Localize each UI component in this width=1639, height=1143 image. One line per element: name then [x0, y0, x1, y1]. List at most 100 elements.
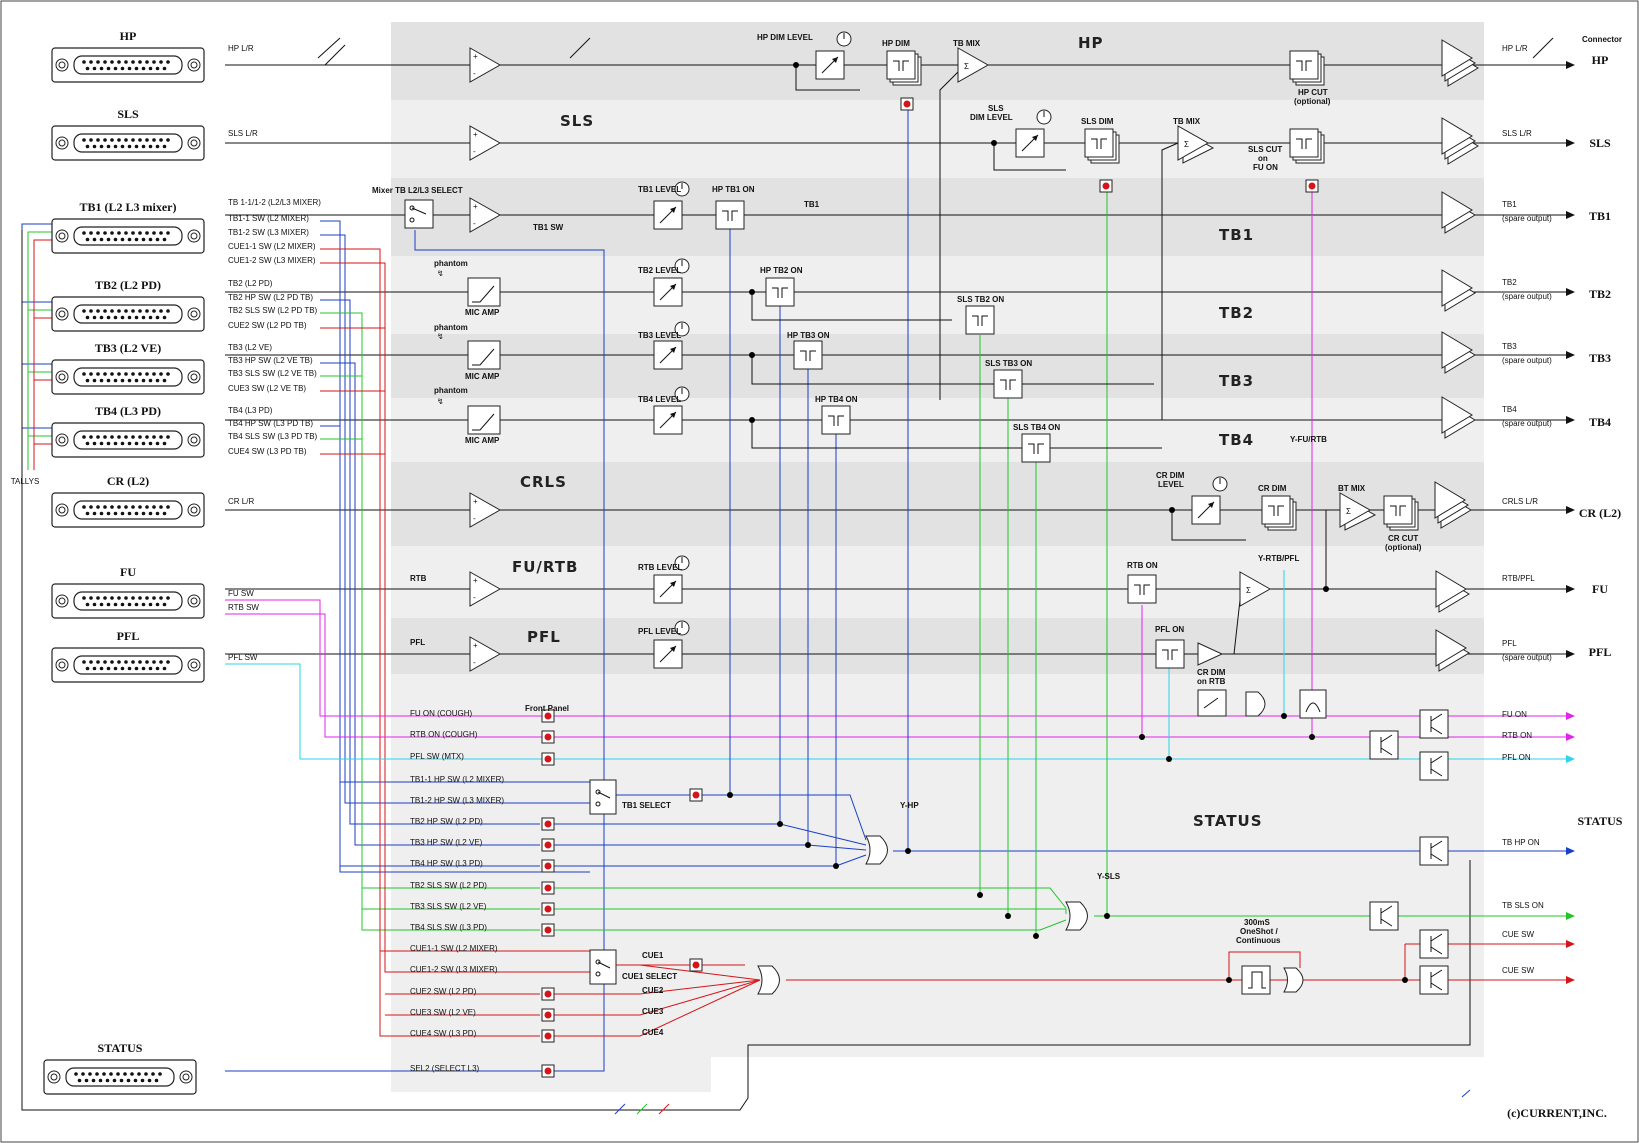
block-label: LEVEL: [1158, 480, 1184, 489]
pin: [106, 66, 111, 71]
sel2-wire: [225, 230, 605, 1072]
pin: [145, 596, 149, 600]
pin: [96, 660, 100, 664]
oneshot-block: [1241, 965, 1271, 995]
block-label: SLS TB4 ON: [1013, 423, 1060, 432]
junction-dot: [805, 842, 811, 848]
db25-shell: [73, 55, 183, 75]
pin: [131, 596, 135, 600]
pin: [96, 596, 100, 600]
pin: [155, 511, 160, 516]
transistor-emitter: [1380, 918, 1393, 927]
section-title: TB4: [1219, 431, 1254, 449]
block-label: DIM LEVEL: [970, 113, 1013, 122]
screw: [58, 373, 66, 381]
pin: [134, 66, 139, 71]
hp-tb2-on: [765, 277, 795, 307]
output-amp: [1441, 39, 1473, 77]
pin: [92, 66, 97, 71]
screw: [190, 310, 198, 318]
pin: [89, 138, 93, 142]
pin: [113, 602, 118, 607]
pin: [106, 602, 111, 607]
block-label: HP TB3 ON: [787, 331, 830, 340]
pin: [162, 602, 167, 607]
pin: [162, 66, 167, 71]
junction-dot: [991, 140, 997, 146]
db25-shell: [73, 500, 183, 520]
led-dot: [544, 820, 552, 828]
switch-symbol: [800, 350, 816, 361]
transistor-emitter: [1430, 982, 1443, 991]
pin: [103, 309, 107, 313]
pin: [117, 660, 121, 664]
pin: [106, 315, 111, 320]
pin: [91, 1078, 96, 1083]
status-label: TB4 SLS SW (L3 PD): [410, 923, 487, 932]
input-label: TB2 (L2 PD): [228, 279, 273, 288]
cue-or-in: [554, 979, 761, 995]
block-label: CR CUT: [1388, 534, 1418, 543]
rtb-on-block: [1127, 574, 1157, 604]
block-label: HP DIM LEVEL: [757, 33, 813, 42]
output-label: TB SLS ON: [1502, 901, 1544, 910]
switch-contact: [595, 971, 601, 977]
pin: [155, 602, 160, 607]
pin: [92, 441, 97, 446]
tally-bus-mark: [614, 1103, 626, 1115]
hp-dim-block: [886, 50, 916, 80]
pin: [85, 315, 90, 320]
pin: [117, 309, 121, 313]
pin: [112, 1078, 117, 1083]
sigma: Σ: [1184, 140, 1189, 149]
status-label: TB1-2 HP SW (L3 MIXER): [410, 796, 504, 805]
junction-dot: [1309, 734, 1315, 740]
phantom-switch: ↯: [437, 269, 444, 278]
output-label: (spare output): [1502, 356, 1552, 365]
switch-symbol: [1028, 443, 1044, 454]
output-amp: [1434, 481, 1466, 519]
pin: [110, 309, 114, 313]
sls-or-in: [554, 887, 1067, 909]
and-gate: [1245, 691, 1266, 717]
pin: [103, 138, 107, 142]
pin: [103, 660, 107, 664]
screw: [190, 661, 198, 669]
pin: [134, 378, 139, 383]
pin: [162, 511, 167, 516]
level-arrowhead: [832, 57, 838, 63]
pin: [152, 435, 156, 439]
switch-symbol: [1390, 505, 1406, 516]
screw: [190, 61, 198, 69]
pin: [141, 66, 146, 71]
cue-or-in: [639, 964, 761, 981]
pin: [134, 144, 139, 149]
section-title: STATUS: [1193, 812, 1263, 830]
pin: [138, 372, 142, 376]
oneshot-feed: [1228, 951, 1301, 980]
pin: [147, 1078, 152, 1083]
input-label: CR L/R: [228, 497, 254, 506]
input-amp: [469, 125, 502, 161]
section-title: TB3: [1219, 372, 1254, 390]
block-label: TB1 SELECT: [622, 801, 671, 810]
output-connector-label: STATUS: [1578, 814, 1623, 828]
input-label: TB3 HP SW (L2 VE TB): [228, 356, 313, 365]
pin: [166, 372, 170, 376]
output-amp: [1441, 191, 1473, 229]
section-title: HP: [1078, 34, 1104, 52]
input-label: TB2 HP SW (L2 PD TB): [228, 293, 313, 302]
junction-dot: [793, 62, 799, 68]
pin: [120, 144, 125, 149]
input-label: TB4 SLS SW (L3 PD TB): [228, 432, 318, 441]
output-transistor: [1369, 901, 1399, 931]
pin: [124, 138, 128, 142]
block-label: on RTB: [1197, 677, 1226, 686]
pin: [117, 60, 121, 64]
dim-bypass: [795, 65, 860, 91]
db25-shell: [73, 367, 183, 387]
screw: [58, 232, 66, 240]
switch-arm: [411, 207, 427, 215]
section-title: FU/RTB: [512, 558, 578, 576]
block-label: PFL ON: [1155, 625, 1184, 634]
